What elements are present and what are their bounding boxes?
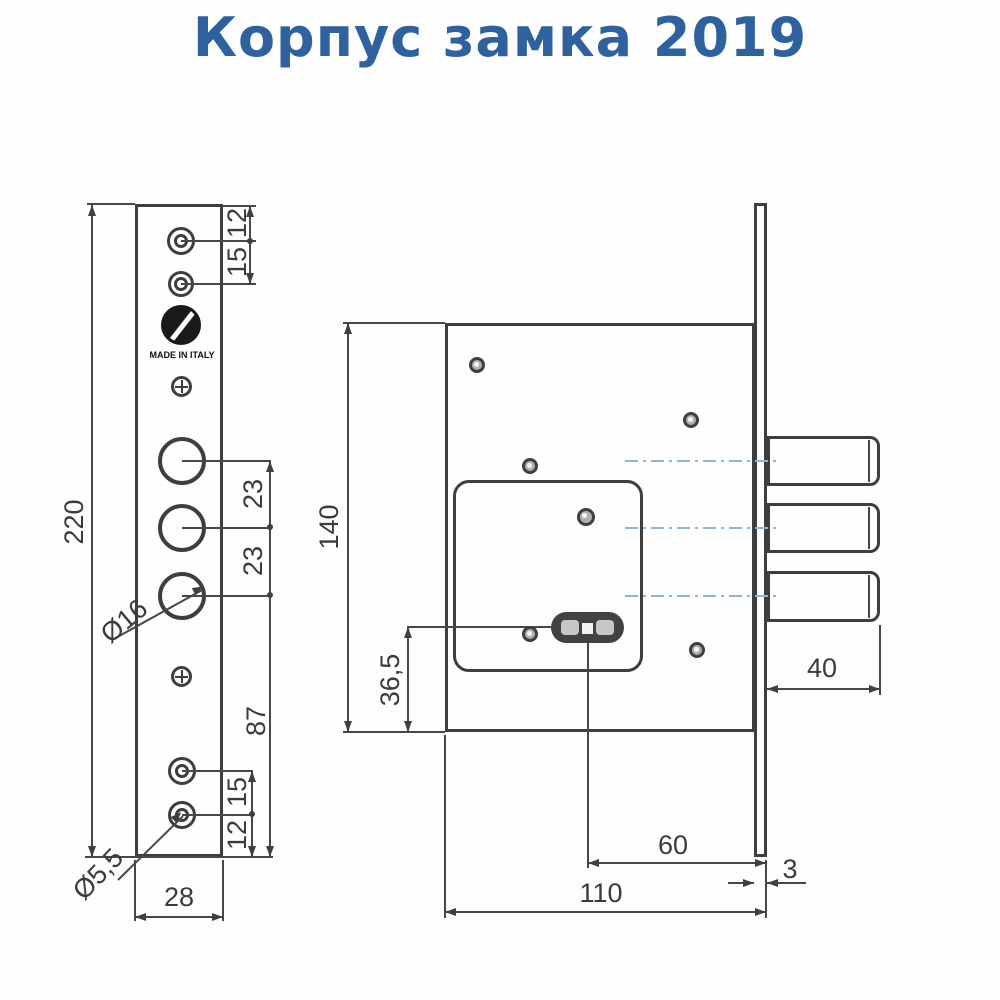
- extension-line: [222, 860, 224, 921]
- deadbolt-2: [767, 503, 880, 553]
- dimension-line-23-87: [269, 461, 271, 857]
- extension-line: [87, 203, 135, 205]
- leader-line: [181, 283, 256, 285]
- dim-15-top-label: 15: [222, 246, 252, 278]
- phillips-screw-icon: [171, 376, 192, 397]
- extension-line: [765, 860, 767, 918]
- rivet: [522, 626, 538, 642]
- deadbolt-chamfer: [868, 507, 870, 549]
- dimension-arrow: [869, 685, 880, 693]
- rivet: [689, 642, 705, 658]
- centerline: [625, 460, 778, 462]
- logo-slash: [166, 308, 198, 342]
- leader-line: [182, 527, 271, 529]
- rivet: [469, 357, 485, 373]
- phillips-screw-icon: [171, 666, 192, 687]
- rivet: [577, 508, 595, 526]
- extension-line: [444, 735, 446, 918]
- dimension-line-220: [91, 205, 93, 857]
- dimension-line-140: [347, 323, 349, 732]
- dim-23-b-label: 23: [238, 545, 268, 577]
- keyhole-leader-line: [407, 626, 551, 628]
- extension-line: [85, 856, 273, 858]
- leader-line: [182, 460, 271, 462]
- rivet: [522, 458, 538, 474]
- dim-15-bottom-label: 15: [222, 776, 252, 808]
- dim-40-label: 40: [806, 653, 838, 683]
- dim-87-label: 87: [241, 705, 271, 737]
- dimension-arrow: [248, 771, 256, 782]
- dimension-arrow: [755, 859, 766, 867]
- deadbolt-1: [767, 436, 880, 486]
- dim-12-bottom-label: 12: [222, 819, 252, 851]
- rivet: [683, 412, 699, 428]
- dim-28-label: 28: [163, 882, 195, 912]
- dimension-tick: [249, 811, 255, 817]
- dimension-line-60: [588, 862, 766, 864]
- dimension-arrow: [212, 913, 223, 921]
- dimension-arrow: [344, 721, 352, 732]
- dim-12-top-label: 12: [222, 207, 252, 239]
- dimension-arrow: [743, 879, 754, 887]
- dimension-arrow: [767, 685, 778, 693]
- centerline: [625, 595, 778, 597]
- dimension-arrow: [266, 461, 274, 472]
- centerline: [625, 527, 778, 529]
- dimension-arrow: [246, 273, 254, 284]
- dimension-arrow: [588, 859, 599, 867]
- dim-23-a-label: 23: [238, 478, 268, 510]
- extension-line: [343, 731, 445, 733]
- made-in-italy-label: MADE IN ITALY: [149, 350, 215, 360]
- dimension-line-12-15: [249, 206, 251, 284]
- dimension-line-3: [767, 882, 806, 884]
- dimension-line-28: [135, 916, 223, 918]
- dimension-arrow: [88, 846, 96, 857]
- dimension-arrow: [404, 721, 412, 732]
- dimension-tick: [247, 238, 253, 244]
- dimension-arrow: [248, 846, 256, 857]
- dim-365-label: 36,5: [375, 653, 405, 707]
- leader-line: [182, 814, 253, 816]
- dimension-tick: [267, 524, 273, 530]
- brand-logo-icon: [161, 305, 201, 345]
- dimension-arrow: [246, 206, 254, 217]
- dim-110-label: 110: [579, 878, 623, 908]
- leader-line: [181, 240, 256, 242]
- extension-line: [134, 860, 136, 921]
- dimension-line-110: [445, 911, 766, 913]
- dimension-arrow: [88, 205, 96, 216]
- extension-line: [587, 643, 589, 868]
- dimension-arrow: [135, 913, 146, 921]
- extension-line: [343, 322, 445, 324]
- dimension-arrow: [755, 908, 766, 916]
- dimension-line-365: [407, 627, 409, 732]
- dim-60-label: 60: [657, 830, 689, 860]
- faceplate-side-profile: [754, 203, 767, 857]
- deadbolt-3: [767, 571, 880, 622]
- dimension-tick: [267, 592, 273, 598]
- dimension-arrow: [404, 627, 412, 638]
- dimension-line-3: [728, 882, 754, 884]
- dim-140-label: 140: [314, 504, 344, 550]
- extension-line: [879, 625, 881, 695]
- dimension-arrow: [266, 846, 274, 857]
- deadbolt-chamfer: [868, 575, 870, 618]
- dim-3-label: 3: [782, 854, 798, 884]
- keyhole: [551, 612, 624, 643]
- extension-line: [223, 205, 256, 207]
- dim-220-label: 220: [59, 499, 89, 545]
- leader-line: [182, 595, 271, 597]
- cover-plate-outline: [453, 480, 643, 672]
- page-title: Корпус замка 2019: [192, 6, 808, 69]
- dimension-line-40: [767, 688, 880, 690]
- dimension-arrow: [767, 879, 778, 887]
- dimension-arrow: [344, 323, 352, 334]
- deadbolt-chamfer: [868, 440, 870, 482]
- dimension-arrow: [445, 908, 456, 916]
- leader-line: [182, 770, 253, 772]
